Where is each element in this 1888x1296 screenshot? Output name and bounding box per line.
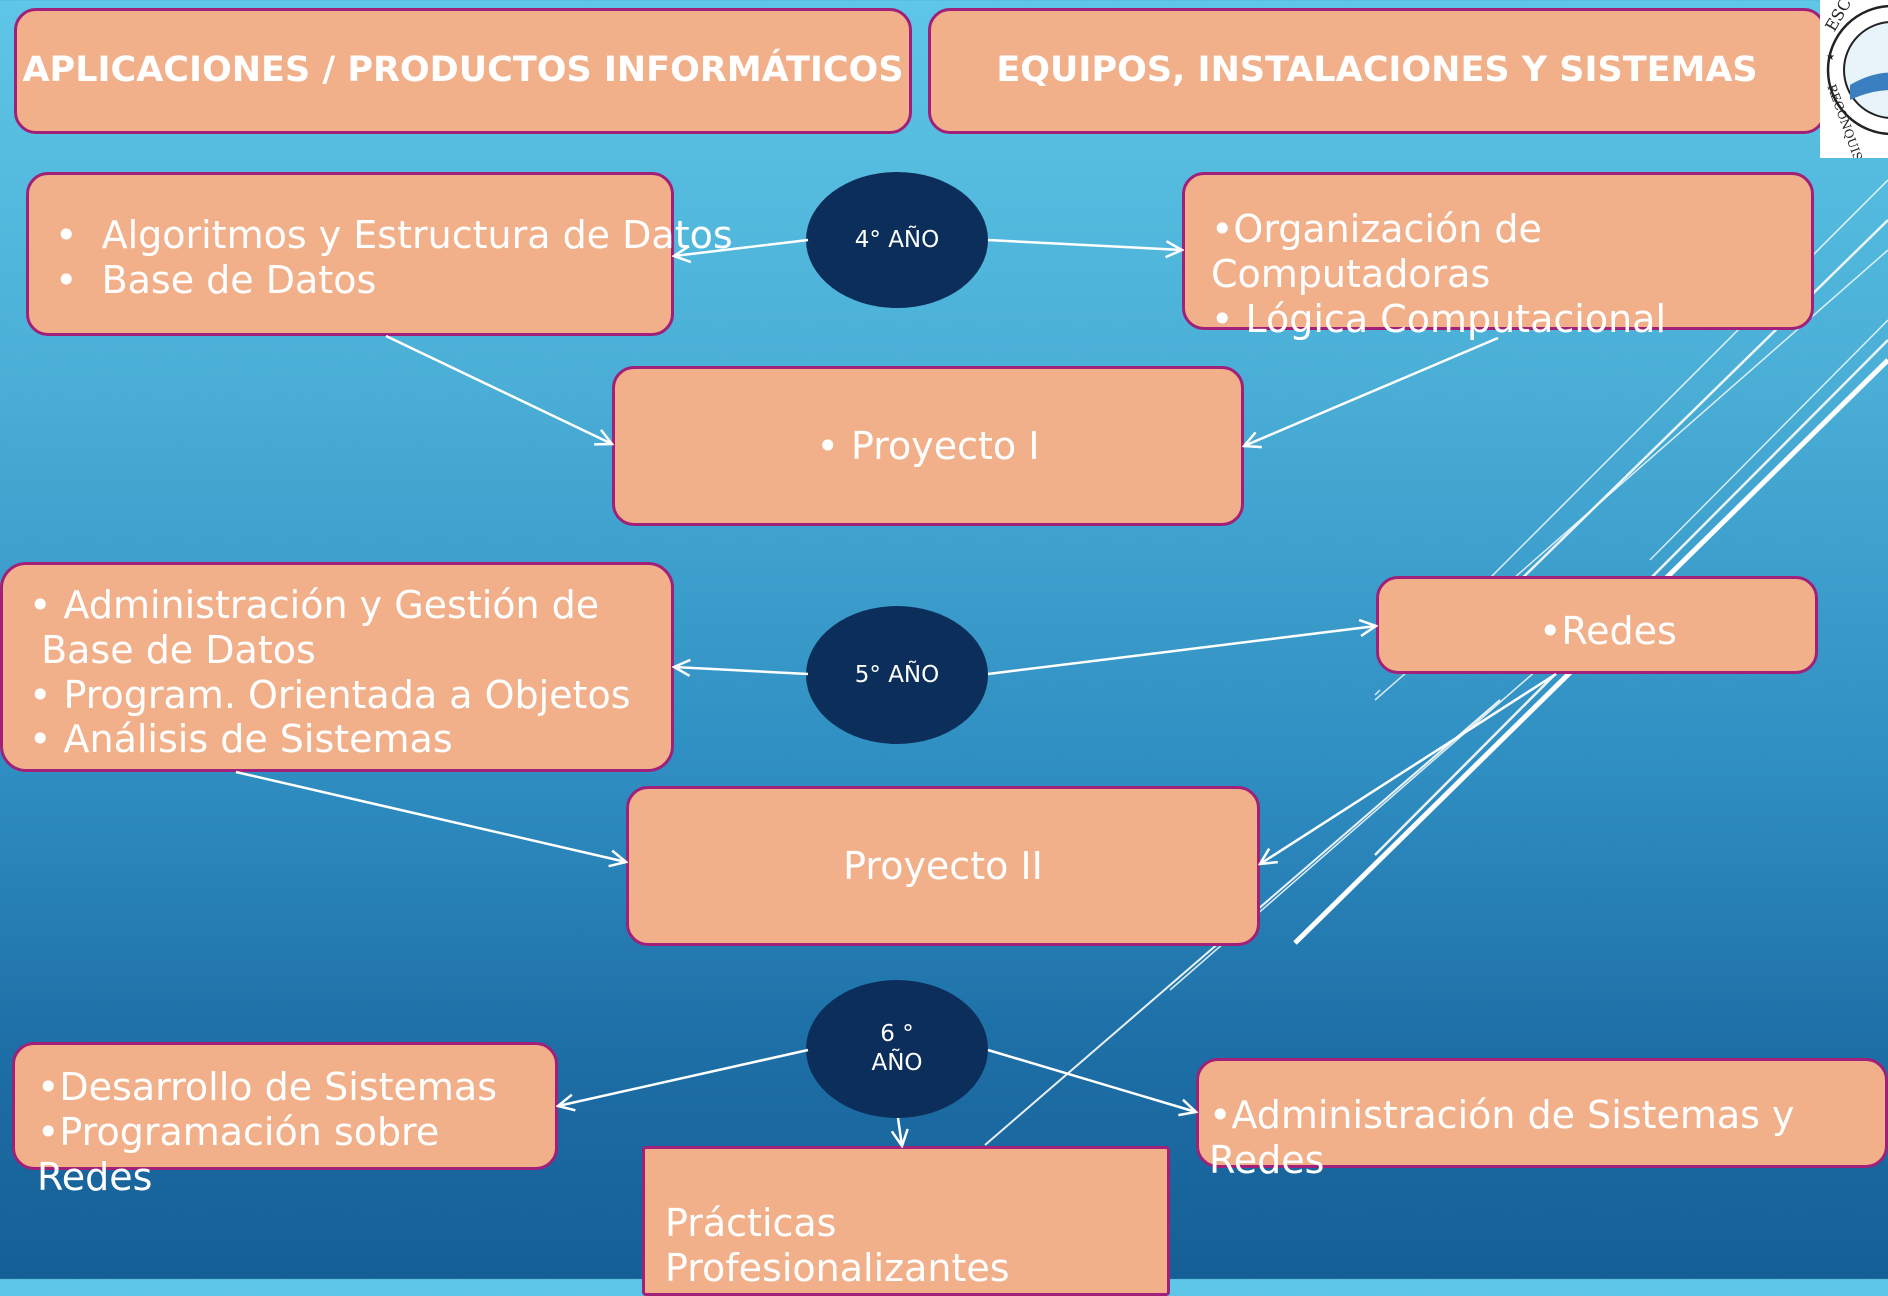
year4-equipment-item: •Organización de Computadoras <box>1211 207 1542 296</box>
proyecto-1-box: • Proyecto I <box>612 366 1244 526</box>
year5-applications-item: • Análisis de Sistemas <box>29 717 453 762</box>
redes-label: •Redes <box>1539 609 1677 653</box>
year-4-node: 4° AÑO <box>806 172 988 308</box>
proyecto-2-label: Proyecto II <box>843 843 1043 888</box>
year6-equipment-box: •Administración de Sistemas y Redes <box>1196 1058 1888 1182</box>
year6-equipment-label: •Administración de Sistemas y Redes <box>1209 1093 1795 1182</box>
year-4-label: 4° AÑO <box>854 226 940 253</box>
year5-applications-box: • Administración y Gestión de Base de Da… <box>0 562 674 772</box>
proyecto-1-label: • Proyecto I <box>816 423 1040 468</box>
year4-applications-item: • Algoritmos y Estructura de Datos <box>55 213 733 257</box>
school-seal-icon: ESC RECONQUIS ★ <box>1820 0 1888 158</box>
year4-equipment-box: •Organización de Computadoras • Lógica C… <box>1182 172 1814 341</box>
year4-equipment-item: • Lógica Computacional <box>1211 296 1666 341</box>
year-6-label-line1: 6 ° <box>880 1021 914 1048</box>
year5-applications-item: • Administración y Gestión de <box>29 583 600 627</box>
year5-applications-item: • Program. Orientada a Objetos <box>29 672 631 717</box>
year-5-label: 5° AÑO <box>854 661 940 688</box>
proyecto-2-box: Proyecto II <box>626 786 1260 946</box>
practicas-box: Prácticas Profesionalizantes <box>642 1146 1170 1296</box>
svg-text:ESC: ESC <box>1821 0 1855 34</box>
year-6-label-line2: AÑO <box>871 1050 923 1076</box>
year5-applications-item: Base de Datos <box>29 627 316 672</box>
year-5-node: 5° AÑO <box>806 606 988 744</box>
year4-applications-box: • Algoritmos y Estructura de Datos • Bas… <box>26 172 733 336</box>
school-seal-graphic: ESC RECONQUIS ★ <box>1821 0 1888 158</box>
header-applications: APLICACIONES / PRODUCTOS INFORMÁTICOS <box>14 8 912 134</box>
svg-text:★: ★ <box>1826 52 1835 63</box>
year6-applications-item: •Programación sobre Redes <box>37 1109 440 1199</box>
redes-box: •Redes <box>1376 576 1818 674</box>
practicas-label: Prácticas Profesionalizantes <box>665 1201 1010 1290</box>
header-equipment-label: EQUIPOS, INSTALACIONES Y SISTEMAS <box>996 50 1758 91</box>
year-6-node: 6 ° AÑO <box>806 980 988 1118</box>
year6-applications-item: •Desarrollo de Sistemas <box>37 1065 498 1109</box>
year6-applications-box: •Desarrollo de Sistemas •Programación so… <box>12 1042 558 1199</box>
header-applications-label: APLICACIONES / PRODUCTOS INFORMÁTICOS <box>22 50 904 91</box>
year4-applications-item: • Base de Datos <box>55 257 377 302</box>
header-equipment: EQUIPOS, INSTALACIONES Y SISTEMAS <box>928 8 1826 134</box>
